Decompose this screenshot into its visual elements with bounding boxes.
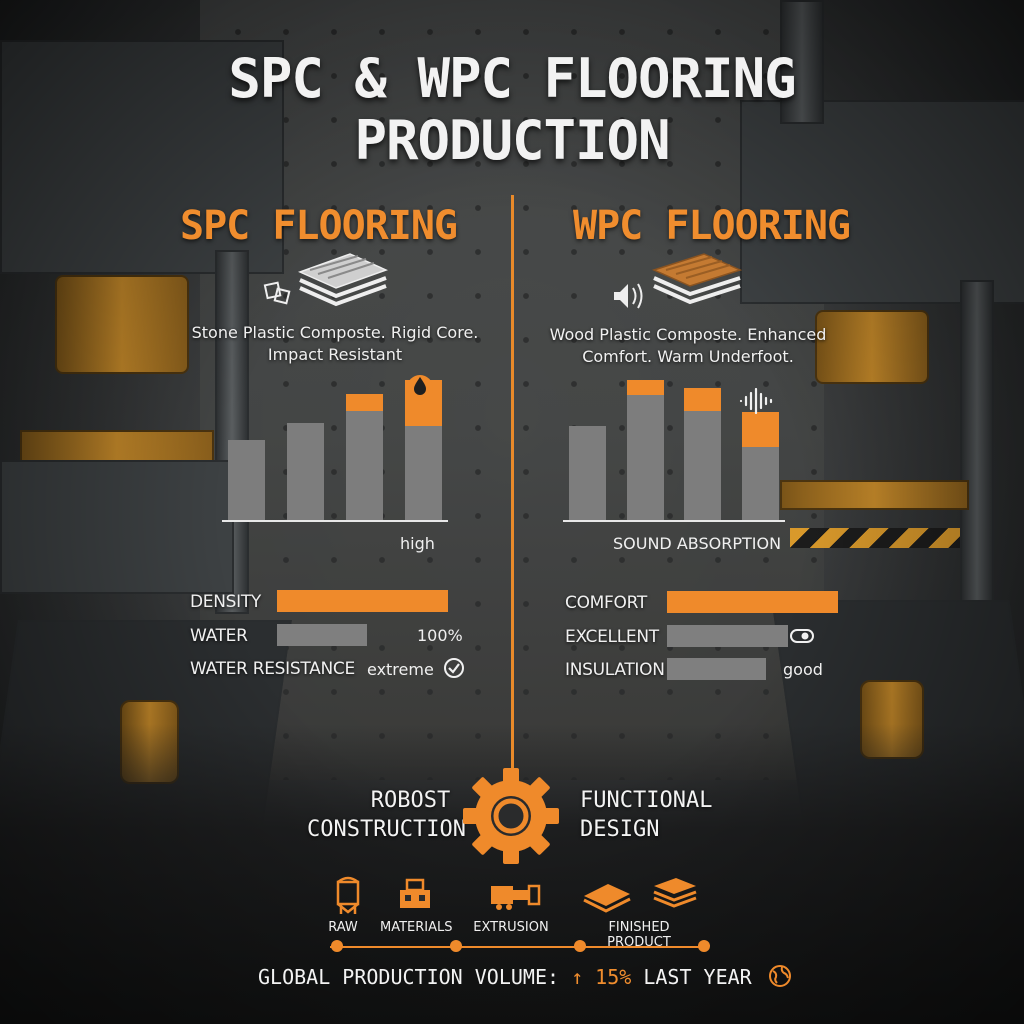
- wpc-chart-note: SOUND ABSORPTION: [613, 534, 782, 553]
- process-step-materials: MATERIALS: [380, 920, 453, 935]
- process-step-extrusion: EXTRUSION: [473, 920, 549, 935]
- wpc-metric-insulation-label: INSULATION: [565, 660, 665, 680]
- spc-metric-water-label: WATER: [190, 626, 248, 646]
- spc-metric-density-label: DENSITY: [190, 592, 262, 612]
- spc-chart-axis: [222, 520, 448, 522]
- dice-icon: [263, 281, 291, 305]
- spc-metric-density-bar: [277, 590, 448, 612]
- wpc-description: Wood Plastic Composte. Enhanced Comfort.…: [548, 324, 828, 368]
- spc-metric-water-bar: [277, 624, 367, 646]
- globe-icon: [768, 965, 791, 987]
- process-dot-materials: [450, 940, 462, 952]
- wpc-metric-excellent-bar: [667, 625, 788, 647]
- footer-period: LAST YEAR: [643, 965, 752, 989]
- wpc-metric-excellent-label: EXCELLENT: [565, 627, 659, 647]
- spc-description-line-2: Impact Resistant: [267, 345, 403, 364]
- stacked-planks-icon: [583, 884, 631, 913]
- wpc-bar-chart: [563, 380, 785, 522]
- spc-bar-3-highlight: [346, 394, 383, 411]
- machine-icon: [400, 878, 430, 908]
- feature-right-line-1: FUNCTIONAL: [580, 788, 713, 813]
- spc-metric-water-value: 100%: [417, 626, 463, 645]
- stacked-planks-icon: [653, 878, 697, 908]
- feature-left-line-2: CONSTRUCTION: [307, 817, 466, 842]
- process-dot-extrusion: [574, 940, 586, 952]
- layered-wood-plank-icon: [614, 253, 743, 309]
- wpc-metric-insulation-bar: [667, 658, 766, 680]
- spc-bar-1: [228, 440, 265, 520]
- spc-description: Stone Plastic Composte. Rigid Core. Impa…: [190, 322, 480, 366]
- wpc-chart-axis: [563, 520, 785, 522]
- wpc-description-line-2: Comfort. Warm Underfoot.: [582, 347, 794, 366]
- up-arrow-icon: ↑: [571, 965, 584, 989]
- feature-robust-construction: ROBOST CONSTRUCTION: [307, 786, 466, 844]
- check-circle-icon: [444, 658, 464, 678]
- process-dot-finished: [698, 940, 710, 952]
- page-title: SPC & WPC FLOORING PRODUCTION: [0, 48, 1024, 172]
- water-drop-icon: [407, 375, 433, 401]
- wpc-bar-4: [742, 412, 779, 520]
- toggle-indicator-icon: [790, 629, 814, 643]
- silo-icon: [336, 876, 360, 914]
- spc-metric-water-resistance-value: extreme: [367, 660, 434, 679]
- wpc-title: WPC FLOORING: [573, 203, 851, 249]
- wpc-bar-2: [626, 380, 664, 520]
- footer-stat: GLOBAL PRODUCTION VOLUME: ↑ 15% LAST YEA…: [258, 963, 792, 991]
- spc-title: SPC FLOORING: [180, 203, 458, 249]
- spc-chart-note: high: [400, 534, 435, 553]
- title-line-1: SPC & WPC FLOORING: [228, 47, 796, 110]
- wpc-metric-insulation-value: good: [783, 660, 823, 679]
- process-step-raw: RAW: [328, 920, 358, 935]
- layered-stone-plank-icon: [263, 253, 389, 307]
- feature-functional-design: FUNCTIONAL DESIGN: [580, 786, 712, 844]
- wpc-bar-1: [569, 426, 606, 520]
- speaker-icon: [614, 283, 643, 309]
- process-dot-raw: [331, 940, 343, 952]
- wpc-bar-2-highlight: [626, 380, 664, 396]
- wpc-description-line-1: Wood Plastic Composte. Enhanced: [549, 325, 827, 344]
- wpc-bar-3-highlight: [684, 388, 722, 411]
- spc-description-line-1: Stone Plastic Composte. Rigid Core.: [191, 323, 479, 342]
- gear-icon: [463, 768, 559, 864]
- feature-right-line-2: DESIGN: [580, 817, 660, 842]
- spc-metric-water-resistance-label: WATER RESISTANCE: [190, 659, 355, 679]
- footer-label: GLOBAL PRODUCTION VOLUME:: [258, 965, 560, 989]
- extruder-icon: [491, 884, 541, 910]
- feature-left-line-1: ROBOST: [370, 788, 451, 813]
- wpc-bar-3: [684, 388, 722, 520]
- title-line-2: PRODUCTION: [354, 109, 670, 172]
- footer-percent: 15%: [595, 965, 632, 989]
- spc-bar-3: [346, 394, 383, 520]
- wpc-bar-4-highlight: [742, 412, 779, 448]
- sound-wave-icon: [739, 388, 773, 414]
- process-timeline: [330, 946, 705, 948]
- spc-bar-2: [287, 423, 324, 520]
- wpc-metric-comfort-label: COMFORT: [565, 593, 647, 613]
- column-divider: [511, 195, 514, 770]
- wpc-metric-comfort-bar: [667, 591, 838, 613]
